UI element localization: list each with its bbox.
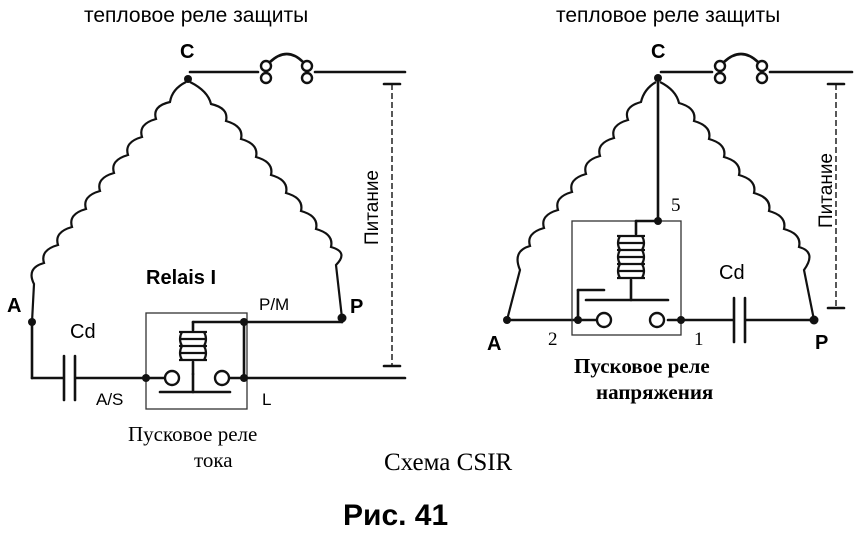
right-capacitor	[732, 296, 747, 344]
left-relay-caption-2: тока	[194, 448, 233, 472]
right-terminal-5: 5	[671, 195, 681, 216]
left-main-winding	[30, 81, 187, 323]
right-terminal-1: 1	[694, 329, 704, 350]
left-thermal-relay-symbol	[188, 52, 407, 85]
right-thermal-relay-caption: тепловое реле защиты	[556, 4, 780, 27]
right-supply-label: Питание	[816, 153, 837, 228]
left-terminal-pm: P/M	[259, 295, 289, 314]
left-supply-bracket	[382, 82, 402, 368]
right-thermal-relay-symbol	[659, 52, 854, 85]
right-terminal-2: 2	[548, 329, 558, 350]
left-terminal-as: A/S	[96, 390, 123, 409]
left-capacitor-label: Cd	[70, 321, 96, 343]
left-terminal-l: L	[262, 390, 271, 409]
right-node-c: C	[651, 41, 665, 63]
right-start-winding	[659, 81, 816, 321]
left-node-a: A	[7, 295, 21, 317]
right-diagram: тепловое реле защиты C A P Питание	[487, 4, 854, 404]
scheme-title: Схема CSIR	[384, 449, 513, 476]
left-node-c: C	[180, 41, 194, 63]
right-node-p: P	[815, 332, 828, 354]
left-capacitor	[62, 354, 77, 402]
left-relay-title: Relais I	[146, 267, 216, 289]
right-voltage-relay	[571, 217, 685, 336]
right-supply-bracket	[826, 82, 846, 310]
left-relay-caption-1: Пусковое реле	[128, 422, 257, 446]
right-main-winding	[505, 81, 657, 321]
right-relay-caption-2: напряжения	[596, 380, 713, 404]
right-node-a: A	[487, 333, 501, 355]
right-relay-caption-1: Пусковое реле	[574, 354, 710, 378]
left-diagram: тепловое реле защиты C A P Питание	[7, 4, 407, 472]
left-node-p: P	[350, 296, 363, 318]
left-current-relay	[142, 312, 248, 410]
figure-caption: Рис. 41	[343, 499, 448, 532]
left-start-winding	[189, 81, 344, 319]
left-thermal-relay-caption: тепловое реле защиты	[84, 4, 308, 27]
right-capacitor-label: Cd	[719, 262, 745, 284]
left-supply-label: Питание	[362, 170, 383, 245]
